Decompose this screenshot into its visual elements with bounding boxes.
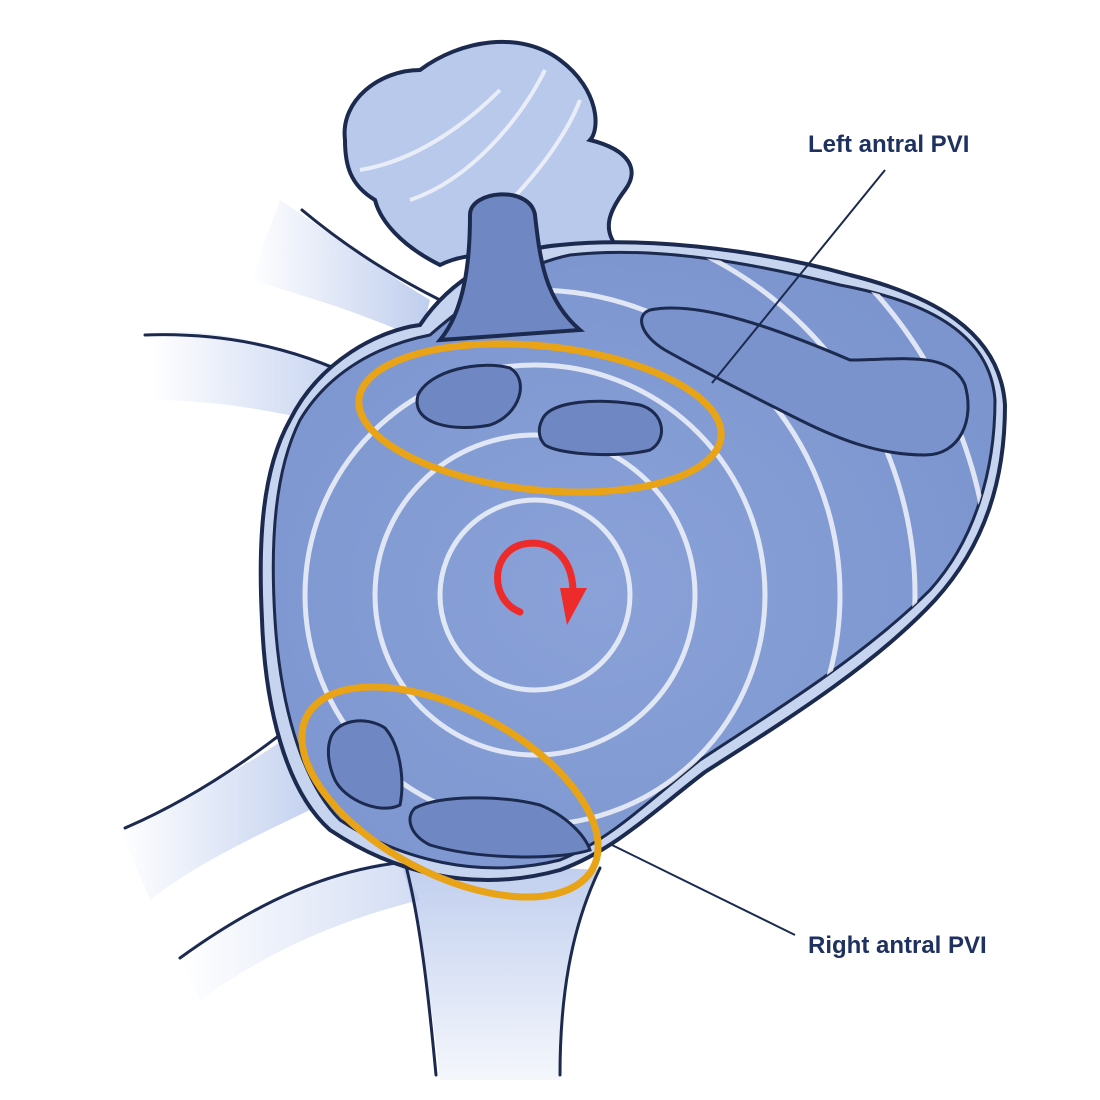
lower-left-vessel-sweep xyxy=(180,860,420,1000)
right-upper-vein-opening xyxy=(640,306,970,457)
atrial-appendage xyxy=(342,39,634,278)
left-pv-ostium-1 xyxy=(415,363,522,429)
superior-vein-neck xyxy=(435,192,585,343)
left-antral-pvi-label: Left antral PVI xyxy=(808,131,969,158)
clockwise-rotation-arrow-icon xyxy=(494,539,587,625)
right-antral-pvi-label: Right antral PVI xyxy=(808,932,987,959)
left-lower-vessel xyxy=(120,720,330,900)
left-antral-pvi-ring xyxy=(355,340,725,496)
left-antral-pvi-leader-line xyxy=(711,169,886,384)
left-upper-vessel xyxy=(250,200,430,340)
left-pv-ostium-2 xyxy=(537,399,663,457)
right-antral-pvi-leader-line xyxy=(611,844,796,936)
right-pv-ostium-1 xyxy=(326,719,404,810)
inferior-vessel xyxy=(400,860,600,1080)
right-antral-pvi-ring xyxy=(298,683,602,901)
right-pv-ostium-2 xyxy=(408,796,592,859)
